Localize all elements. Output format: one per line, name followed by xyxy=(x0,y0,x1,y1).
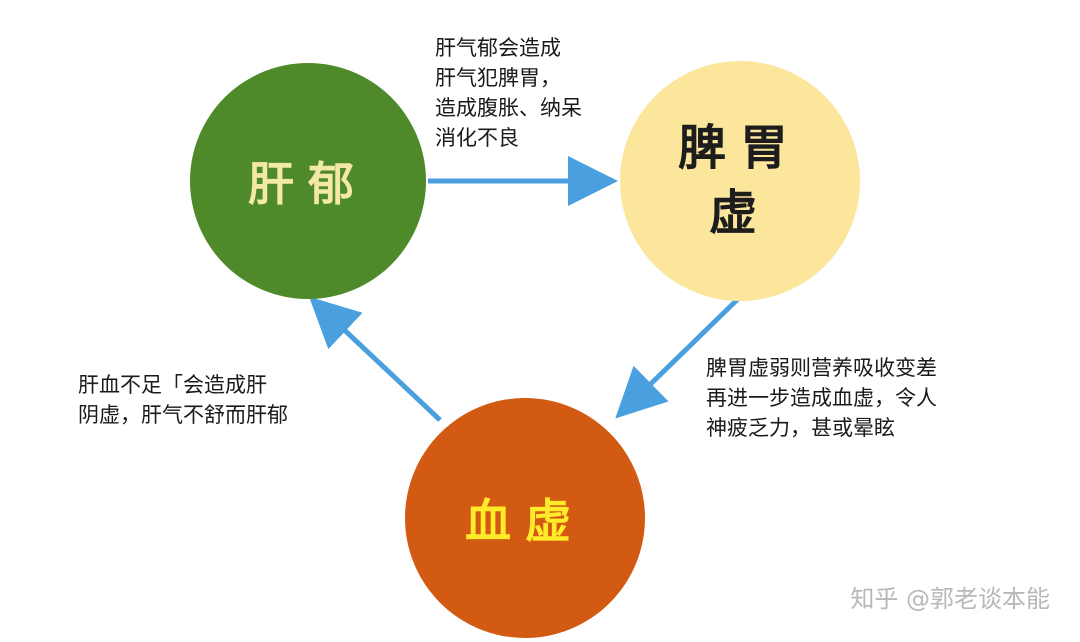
node-blood-label: 血虚 xyxy=(465,494,585,548)
label-spleen-to-blood: 脾胃虚弱则营养吸收变差 再进一步造成血虚，令人 神疲乏力，甚或晕眩 xyxy=(706,356,937,440)
node-blood-deficiency: 血虚 xyxy=(405,398,645,638)
watermark: 知乎 @郭老谈本能 xyxy=(850,585,1050,613)
label-liver-to-spleen: 肝气郁会造成 肝气犯脾胃， 造成腹胀、纳呆 消化不良 xyxy=(435,36,582,150)
node-liver-label: 肝郁 xyxy=(248,157,368,211)
arrow-blood-to-liver xyxy=(309,296,442,422)
node-spleen-label: 脾胃 虚 xyxy=(677,120,802,241)
node-spleen-stomach-deficiency: 脾胃 虚 xyxy=(620,61,860,301)
label-blood-to-liver: 肝血不足「会造成肝 阴虚，肝气不舒而肝郁 xyxy=(78,373,288,427)
arrow-spleen-to-blood xyxy=(615,295,742,419)
node-liver-stagnation: 肝郁 xyxy=(190,63,426,299)
